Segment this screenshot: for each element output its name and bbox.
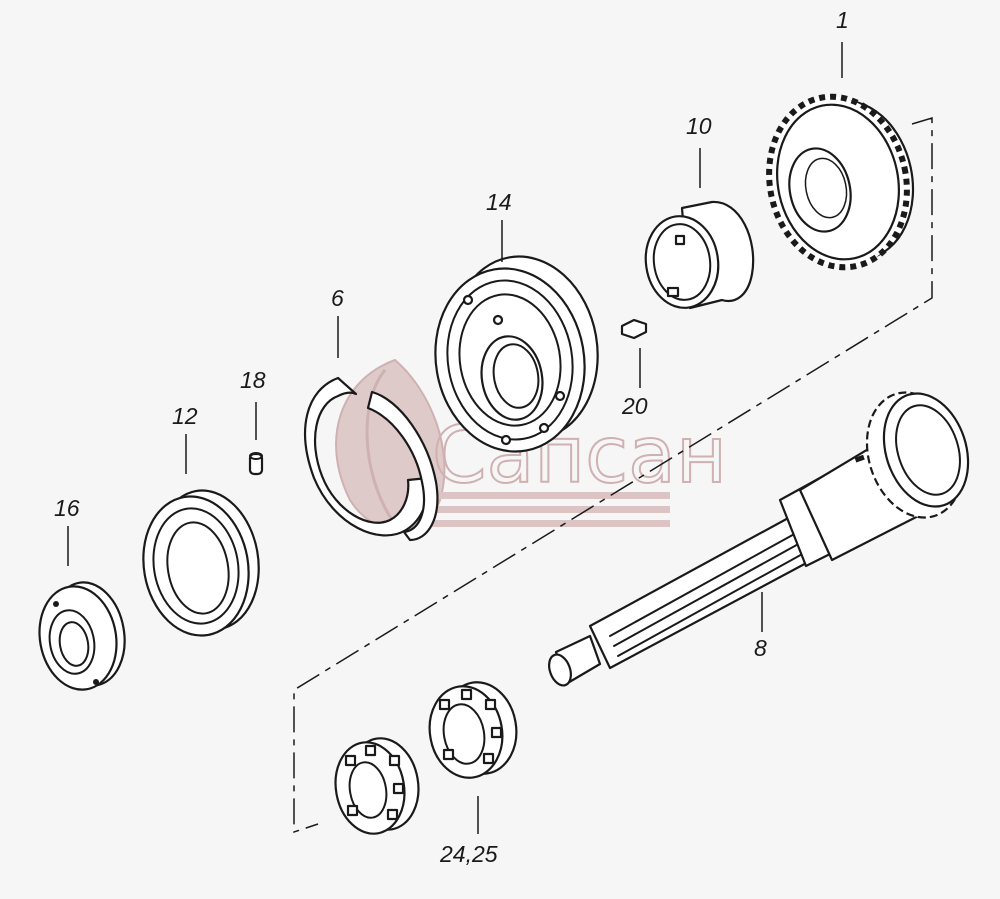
label-part-12: 12	[172, 403, 198, 429]
callout-labels: 1 10 14 20 6 18 12 16 8 24,25	[54, 7, 849, 867]
assembly-outline	[293, 116, 933, 834]
label-part-6: 6	[331, 285, 344, 311]
part-18-pin	[248, 452, 264, 476]
watermark: Сапсан	[335, 358, 728, 531]
part-12-ring	[142, 489, 260, 637]
part-24-25-bearings	[334, 681, 518, 835]
leader-lines	[67, 42, 843, 834]
watermark-stripe-3	[430, 520, 670, 527]
label-part-18: 18	[240, 367, 266, 393]
needle-bearing-lower	[334, 737, 420, 835]
label-part-10: 10	[686, 113, 712, 139]
watermark-stripe-2	[430, 506, 670, 513]
part-10-sleeve	[644, 200, 755, 310]
part-8-shaft	[548, 391, 970, 687]
watermark-emblem-stripe	[365, 369, 394, 521]
label-part-14: 14	[486, 189, 512, 215]
part-14-bearing	[434, 255, 599, 453]
label-part-16: 16	[54, 495, 80, 521]
part-1-gear	[766, 93, 915, 271]
label-part-20: 20	[621, 393, 648, 419]
part-16-nut	[38, 581, 126, 691]
part-6-snap-ring	[304, 376, 439, 542]
needle-bearing-upper	[428, 681, 518, 779]
label-part-24-25: 24,25	[439, 841, 498, 867]
watermark-stripe-1	[430, 492, 670, 499]
label-part-8: 8	[754, 635, 767, 661]
label-part-1: 1	[836, 7, 849, 33]
part-20-key	[620, 318, 648, 340]
